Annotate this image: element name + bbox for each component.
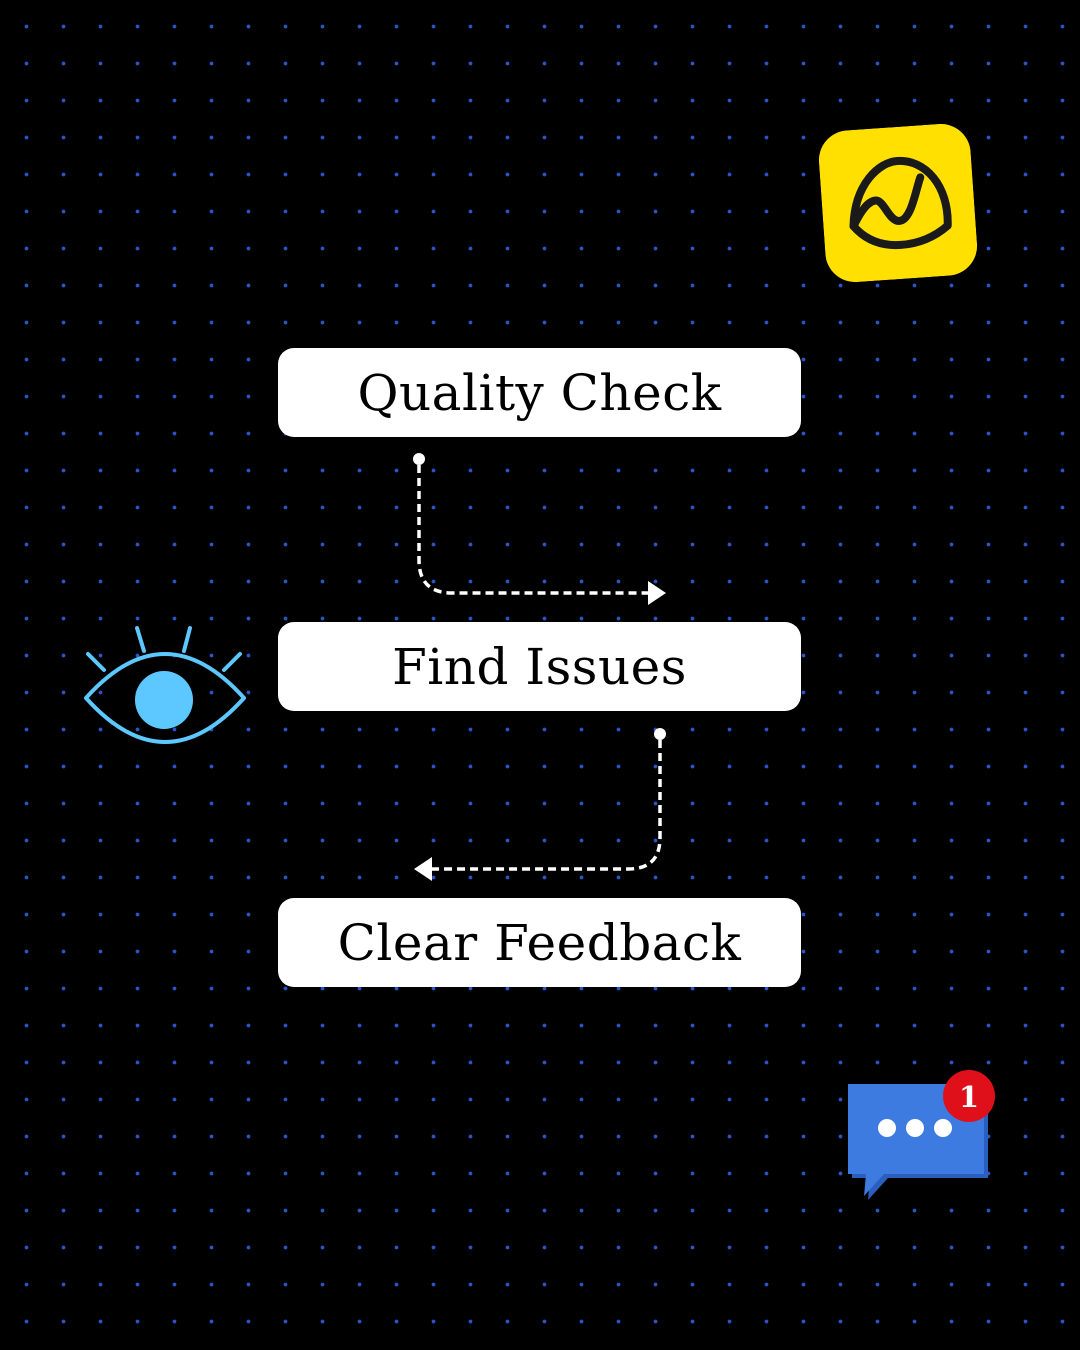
connector-arrow-1 — [413, 453, 666, 605]
step-label: Quality Check — [357, 363, 722, 422]
step-label: Find Issues — [392, 637, 687, 696]
notification-count: 1 — [959, 1080, 979, 1114]
eye-icon — [84, 626, 246, 744]
step-find-issues: Find Issues — [278, 622, 801, 711]
chat-bubble-icon: 1 — [848, 1070, 995, 1200]
step-quality-check: Quality Check — [278, 348, 801, 437]
connector-arrow-2 — [414, 728, 666, 881]
basecamp-logo-icon — [818, 123, 978, 283]
step-clear-feedback: Clear Feedback — [278, 898, 801, 987]
notification-badge: 1 — [943, 1070, 995, 1122]
step-label: Clear Feedback — [337, 913, 742, 972]
